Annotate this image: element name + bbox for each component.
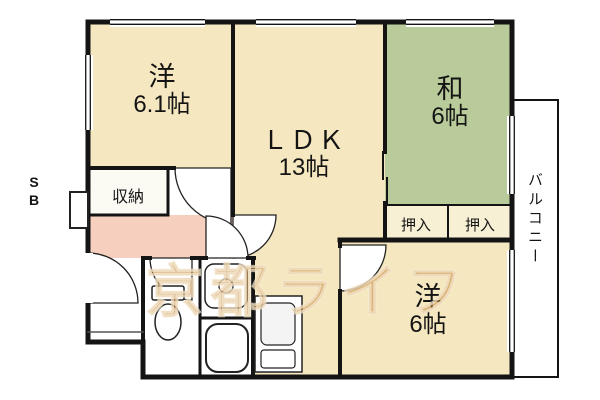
door-arc-entrance <box>87 252 139 304</box>
sliding-door-symbol <box>382 151 388 206</box>
shaft-box-icon <box>69 191 89 229</box>
room-label-japanese: 和 6帖 <box>400 74 500 131</box>
window-japanese-top-lines <box>406 19 494 25</box>
closet-walls <box>384 204 513 241</box>
closet-right-label: 押入 <box>464 217 495 234</box>
window-western2-balcony <box>507 250 517 352</box>
door-arc-western2 <box>339 244 387 292</box>
kitchen-sink-icon <box>260 302 296 346</box>
washbasin-drain-icon <box>218 278 234 294</box>
room-ldk-name: ＬＤＫ <box>261 125 346 155</box>
window-japanese-balcony-lines <box>509 116 515 194</box>
window-ldk-top <box>256 17 356 27</box>
window-western1-top <box>110 17 205 27</box>
window-western1-left <box>83 55 93 130</box>
window-ldk-top-lines <box>256 19 356 25</box>
room-storage-floor <box>88 168 168 215</box>
window-japanese-top <box>406 17 494 27</box>
balcony-wall <box>511 99 559 378</box>
toilet-tank-icon <box>151 285 185 301</box>
window-western2-balcony-lines <box>509 250 515 352</box>
door-arc-washroom <box>205 215 249 259</box>
bathtub-icon <box>205 323 249 373</box>
window-japanese-balcony <box>507 116 517 194</box>
room-western1-name: 洋 <box>148 62 176 92</box>
kitchen-stove-icon <box>260 349 296 369</box>
room-western2-name: 洋 <box>414 282 442 312</box>
fixtures <box>69 191 303 373</box>
entrance-opening <box>83 253 93 303</box>
room-label-ldk: ＬＤＫ 13帖 <box>246 125 362 182</box>
room-japanese-name: 和 <box>436 74 464 104</box>
room-western1-floor <box>88 22 233 168</box>
room-ldk-size: 13帖 <box>278 154 330 182</box>
shaft-box-label: SB <box>26 174 42 210</box>
partition-walls <box>86 166 255 379</box>
balcony-label: バルコニー <box>526 172 543 267</box>
toilet-bowl-icon <box>154 303 182 341</box>
window-western1-left-lines <box>85 55 91 130</box>
room-label-western1: 洋 6.1帖 <box>110 62 214 119</box>
room-ldk-floor <box>233 22 385 240</box>
room-japanese-floor <box>385 22 512 205</box>
door-arcs <box>87 167 387 304</box>
window-western1-top-lines <box>110 19 205 25</box>
closet-left-label: 押入 <box>400 217 431 234</box>
room-japanese-size: 6帖 <box>431 103 469 131</box>
room-western1-size: 6.1帖 <box>133 91 191 119</box>
room-label-western2: 洋 6帖 <box>378 282 478 339</box>
room-western2-size: 6帖 <box>409 311 447 339</box>
storage-label: 収納 <box>111 189 144 206</box>
windows <box>83 17 517 352</box>
